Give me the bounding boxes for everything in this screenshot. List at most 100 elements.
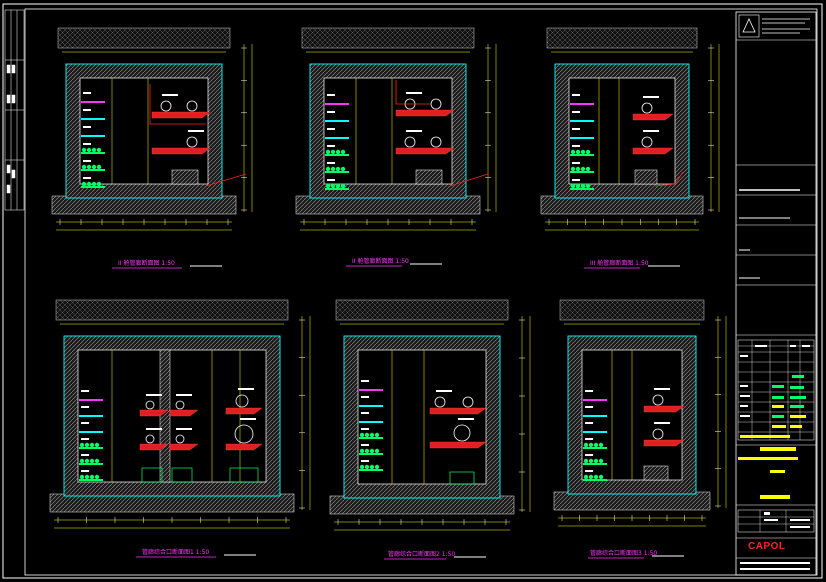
cable-icon [369, 464, 375, 470]
pipe-icon [652, 394, 664, 406]
cable-icon [369, 432, 375, 438]
cable-icon [583, 458, 589, 464]
tunnel-section-1 [51, 27, 253, 269]
cable-icon [79, 474, 85, 480]
pipe-icon [652, 428, 664, 440]
tray-tag [327, 145, 335, 147]
pipe-icon [641, 102, 653, 114]
tray-tag [81, 438, 89, 440]
cable-icon [598, 458, 604, 464]
cable-icon [364, 432, 370, 438]
pipe-support [632, 147, 674, 155]
pipe-icon [160, 100, 172, 112]
drain-pit [634, 169, 658, 185]
tunnel-cavity [568, 77, 676, 185]
tunnel-section-3 [540, 27, 720, 269]
cable-icon [588, 442, 594, 448]
tray-tag [572, 128, 580, 130]
pipe-icon [175, 434, 185, 444]
tray-tag [361, 396, 369, 398]
soil-layer [559, 299, 705, 321]
section-title-6: 管廊综合口断面图3 1:50 [590, 550, 658, 557]
section-title-3: III 舱管廊断面图 1:50 [590, 260, 649, 267]
pipe-support [643, 405, 685, 413]
company-emblem-icon [738, 14, 760, 38]
cable-icon [81, 181, 87, 187]
pipe-tag [654, 388, 670, 390]
pipe-tag [238, 388, 254, 390]
soil-layer [301, 27, 475, 49]
equipment-base [141, 467, 163, 483]
pipe-tag [406, 130, 422, 132]
cable-icon [580, 166, 586, 172]
tunnel-cavity [357, 349, 487, 485]
pipe-icon [235, 394, 249, 408]
tray-tag [81, 470, 89, 472]
cable-icon [570, 183, 576, 189]
tray-tag [572, 162, 580, 164]
tray-tag [361, 444, 369, 446]
cable-icon [91, 164, 97, 170]
cable-icon [335, 149, 341, 155]
cable-icon [91, 147, 97, 153]
cable-icon [575, 149, 581, 155]
tray-tag [327, 111, 335, 113]
pipe-icon [462, 396, 474, 408]
title-block [735, 11, 817, 576]
pipe-support [139, 409, 169, 417]
pipe-tag [643, 130, 659, 132]
cable-icon [96, 164, 102, 170]
pipe-tag [643, 96, 659, 98]
tray-tag [361, 380, 369, 382]
company-logo: CAPOL [748, 541, 786, 552]
cable-icon [94, 442, 100, 448]
tray-tag [327, 128, 335, 130]
tray-tag [572, 111, 580, 113]
cable-icon [359, 448, 365, 454]
leader-line [205, 173, 247, 187]
pipe-support [429, 407, 487, 415]
tunnel-cavity [323, 77, 453, 185]
tray-tag [327, 162, 335, 164]
pipe-support [151, 111, 211, 119]
pipe-tag [406, 92, 422, 94]
pipe-tag [436, 390, 452, 392]
cable-icon [340, 183, 346, 189]
tray-tag [83, 109, 91, 111]
cable-icon [583, 442, 589, 448]
cable-icon [364, 448, 370, 454]
leader-line [654, 171, 684, 187]
pipe-icon [175, 400, 185, 410]
tray-tag [572, 94, 580, 96]
cable-icon [86, 181, 92, 187]
cable-icon [340, 149, 346, 155]
cable-icon [330, 183, 336, 189]
cable-icon [575, 166, 581, 172]
cable-icon [359, 464, 365, 470]
section-title-5: 管廊综合口断面图2 1:50 [388, 551, 456, 558]
cable-icon [374, 464, 380, 470]
cable-icon [335, 183, 341, 189]
tray-tag [81, 422, 89, 424]
pipe-tag [146, 428, 162, 430]
cable-icon [89, 458, 95, 464]
equipment-base [229, 467, 259, 483]
drain-pit [415, 169, 443, 185]
pipe-support [169, 409, 199, 417]
cable-icon [325, 149, 331, 155]
tray-tag [361, 412, 369, 414]
tunnel-section-4 [49, 299, 311, 558]
tray-tag [361, 428, 369, 430]
cable-icon [330, 166, 336, 172]
divider-wall [159, 349, 171, 483]
tray-tag [572, 145, 580, 147]
cable-icon [585, 166, 591, 172]
cable-icon [588, 474, 594, 480]
left-revision-strip [4, 9, 25, 211]
pipe-icon [430, 136, 442, 148]
cable-icon [94, 474, 100, 480]
cable-icon [359, 432, 365, 438]
leader-line [149, 84, 206, 125]
pipe-tag [162, 94, 178, 96]
